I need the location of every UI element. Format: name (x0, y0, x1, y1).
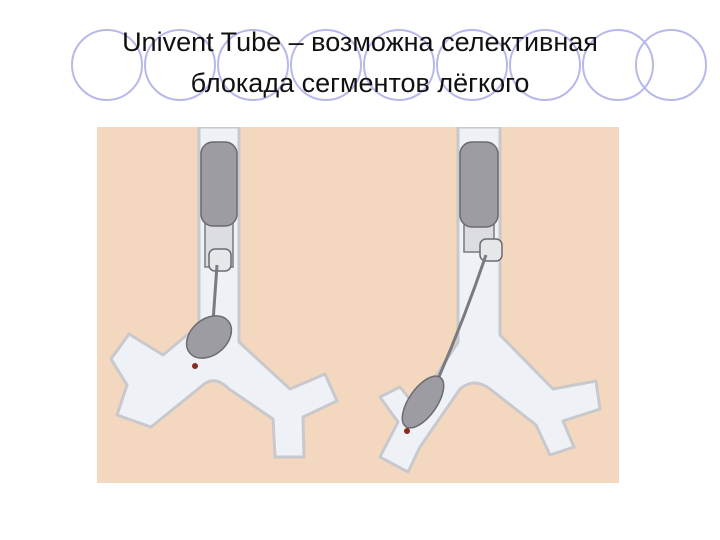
illustration-left (97, 127, 352, 483)
deco-circle (635, 29, 707, 101)
title-line-1: Univent Tube – возможна селективная (122, 27, 598, 57)
deco-circle (436, 29, 508, 101)
blocker-tip (404, 428, 410, 434)
blocker-tip (192, 363, 198, 369)
slide-title: Univent Tube – возможна селективная блок… (0, 22, 720, 104)
deco-circle (509, 29, 581, 101)
illustration-right (350, 127, 619, 483)
deco-circle (363, 29, 435, 101)
blocker-catheter (211, 264, 219, 323)
blocker-balloon (401, 375, 445, 429)
deco-circle (217, 29, 289, 101)
deco-circle (582, 29, 654, 101)
deco-circle (144, 29, 216, 101)
decorative-circles (71, 29, 707, 101)
title-line-2: блокада сегментов лёгкого (190, 68, 530, 98)
deco-circle (71, 29, 143, 101)
deco-circle (290, 29, 362, 101)
airway-bronchial-tree (109, 127, 339, 459)
tube-tip (479, 238, 503, 262)
tube-cuff (459, 141, 499, 228)
tube-tip (208, 248, 232, 272)
blocker-balloon (185, 315, 233, 359)
blocker-catheter (436, 254, 488, 380)
tube-cuff (200, 141, 238, 227)
